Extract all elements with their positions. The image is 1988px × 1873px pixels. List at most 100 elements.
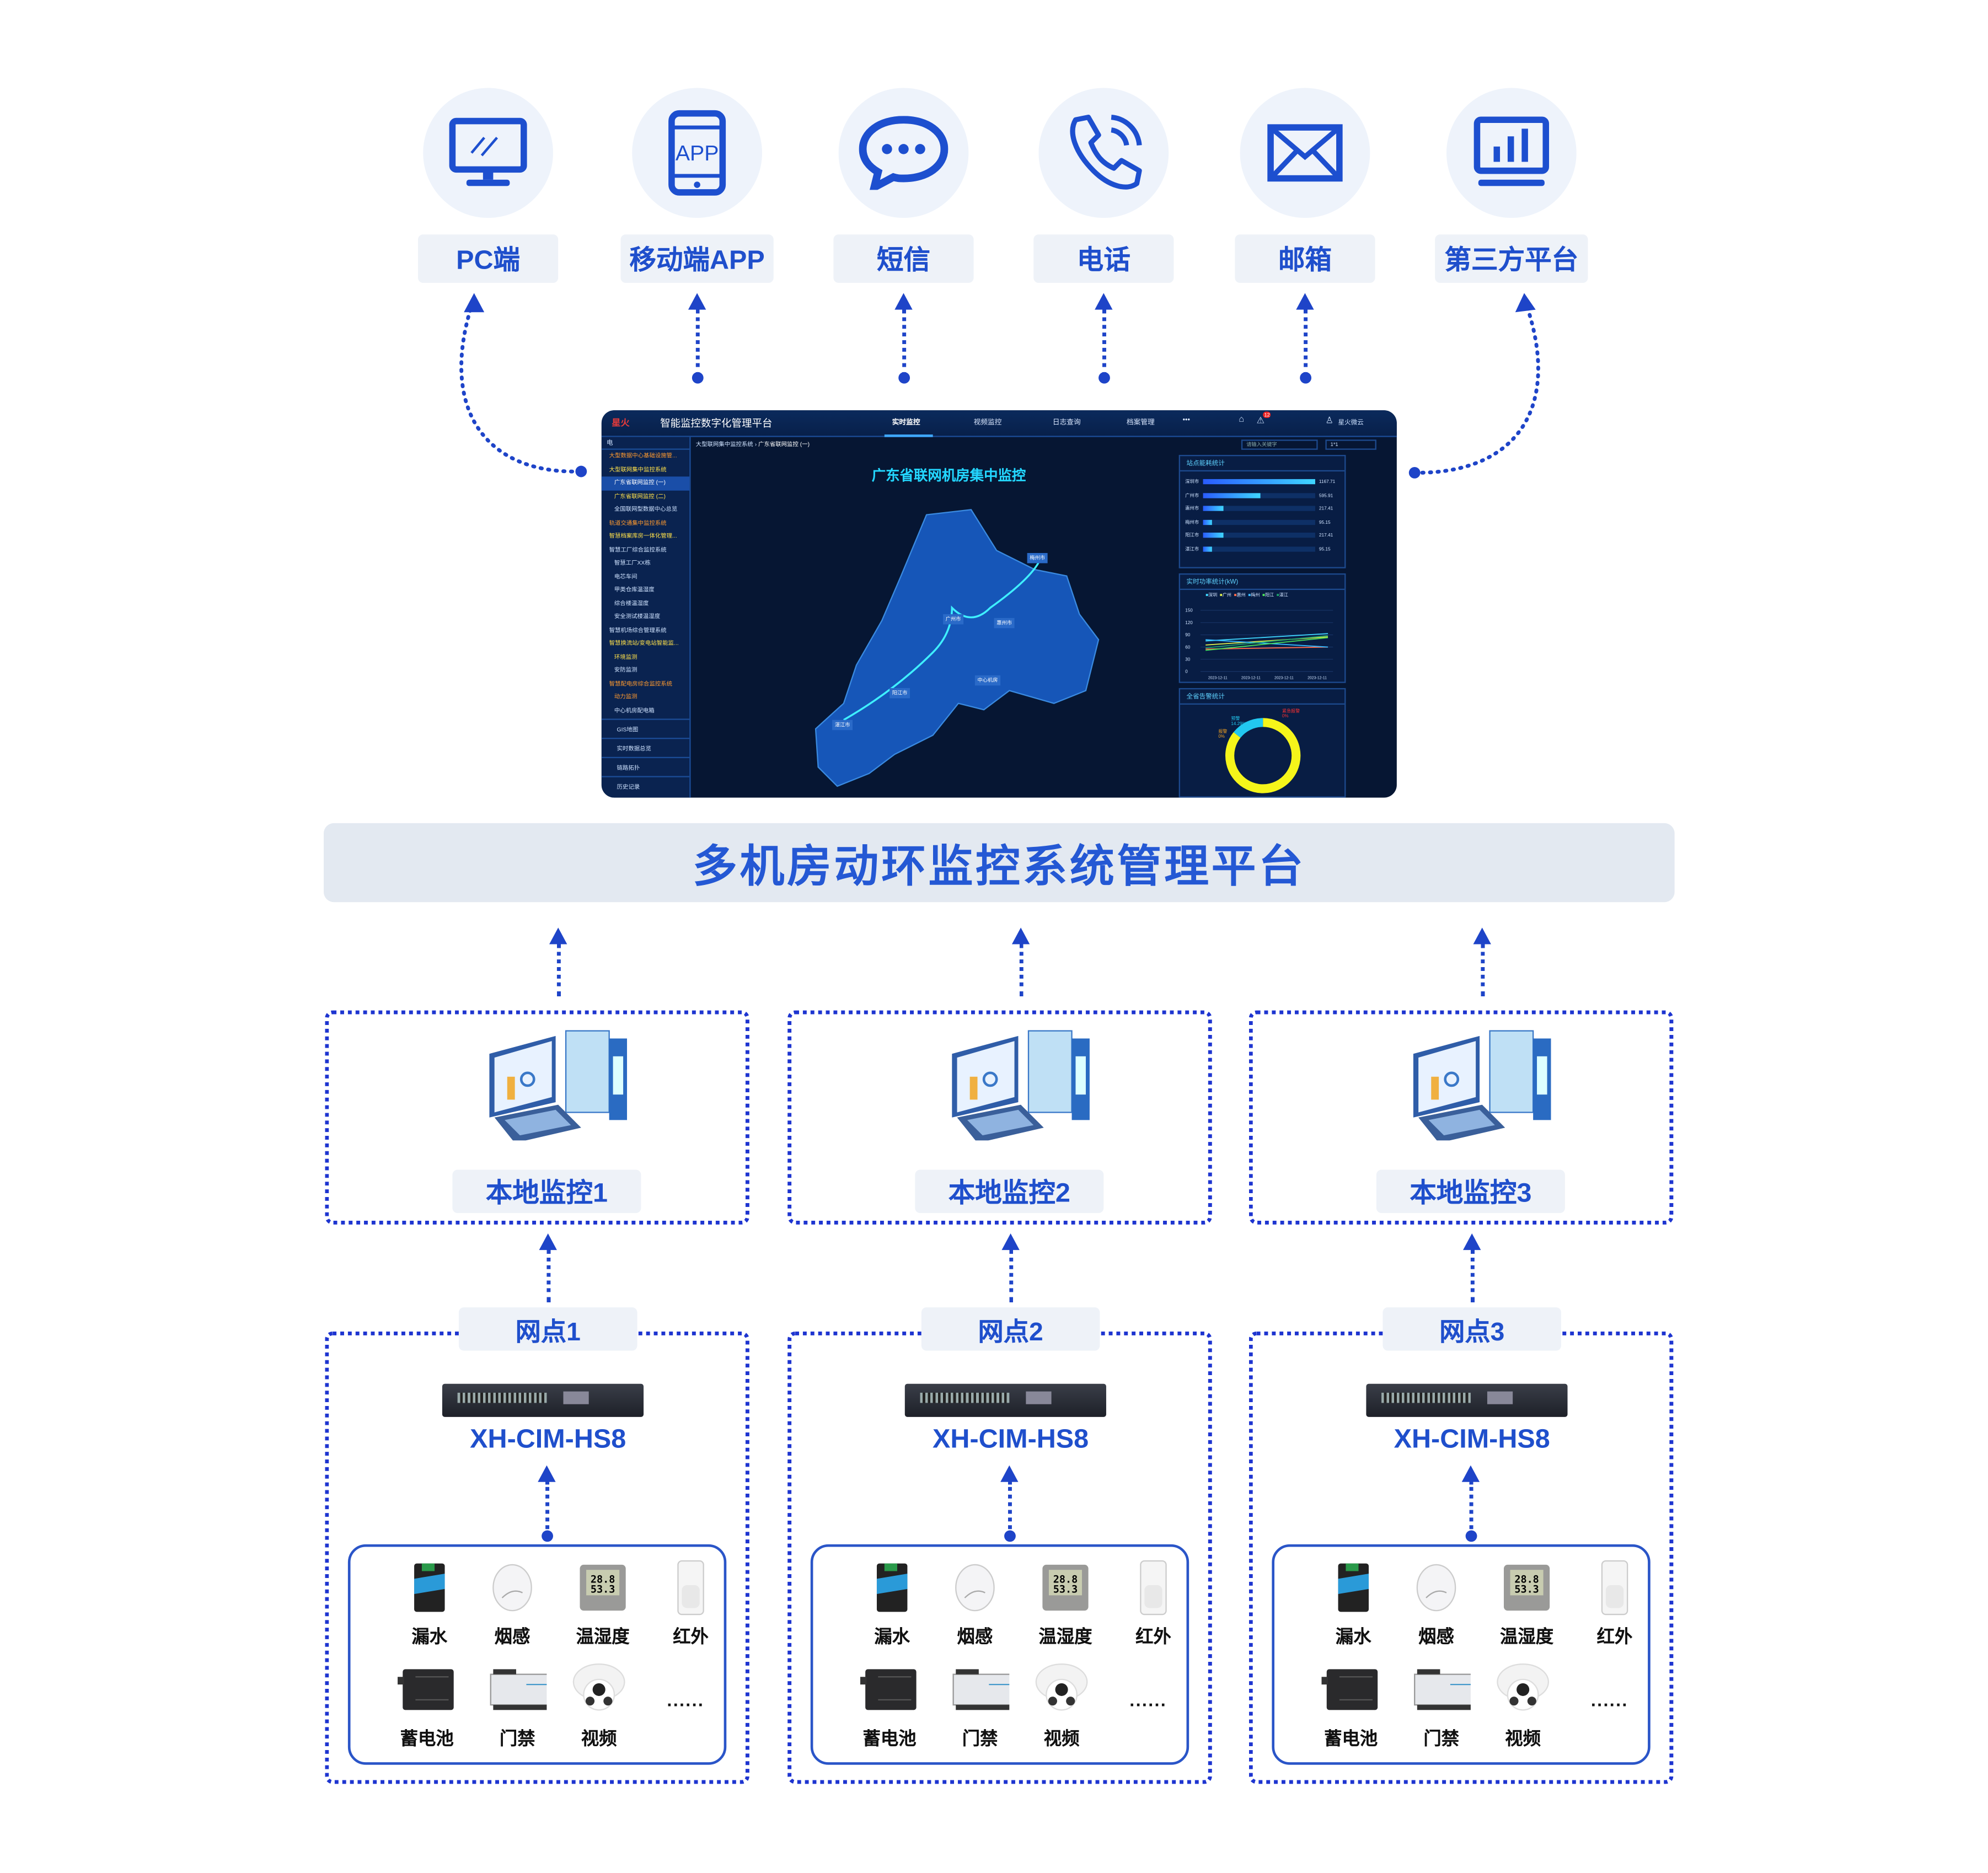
x-tick-label: 2023-12-11 (1241, 677, 1261, 680)
layout-select[interactable]: 1*1 (1325, 439, 1376, 450)
svg-text:53.3: 53.3 (1053, 1584, 1078, 1596)
collector-device-image (442, 1383, 644, 1417)
sidebar-item[interactable]: 全国联网型数据中心总览 (614, 506, 678, 513)
device-label: 烟感 (957, 1625, 993, 1646)
collector-device-image (904, 1383, 1106, 1417)
device-image-1 (483, 1560, 542, 1616)
sidebar-item[interactable]: 安防监测 (614, 666, 637, 673)
device-label: 漏水 (1335, 1625, 1371, 1646)
energy-row-name: 惠州市 (1185, 506, 1199, 511)
power-panel-title: 实时功率统计(kW) (1180, 575, 1345, 590)
sidebar-item[interactable]: 广东省联网监控 (一) (601, 476, 690, 490)
tab-video[interactable]: 视频监控 (973, 419, 1002, 427)
local-monitor-label: 本地监控1 (452, 1169, 641, 1214)
arrowhead-third-party (1515, 293, 1536, 313)
sensor-device: 视频 (1017, 1662, 1106, 1751)
tab-more[interactable]: ••• (1182, 416, 1190, 425)
sidebar-nav-item[interactable]: GIS地图 (601, 718, 690, 738)
energy-row-value: 95.15 (1319, 519, 1331, 524)
sensor-device: 烟感 (930, 1560, 1020, 1649)
breadcrumb-item[interactable]: 大型联网集中监控系统 (695, 441, 753, 448)
sidebar-item[interactable]: 电芯车间 (614, 572, 637, 579)
sensor-device-panel (347, 1544, 727, 1765)
device-label: 漏水 (411, 1625, 448, 1646)
dotted-connector (902, 308, 905, 378)
connector-dot (541, 1530, 553, 1542)
sidebar-item[interactable]: 环境监测 (614, 653, 637, 659)
y-tick-label: 120 (1185, 620, 1193, 625)
tab-archives[interactable]: 档案管理 (1126, 419, 1155, 427)
dotted-connector (1101, 308, 1106, 378)
sidebar-item[interactable]: 轨道交通集中监控系统 (609, 519, 667, 526)
sidebar-item[interactable]: 智慧工厂综合监控系统 (609, 546, 667, 552)
collector-device-image (1366, 1383, 1568, 1417)
user-icon[interactable]: ♙ (1325, 416, 1333, 426)
device-label: 门禁 (1423, 1727, 1460, 1748)
local-monitor-box (325, 1010, 749, 1225)
device-label: 门禁 (499, 1727, 535, 1748)
sidebar-item[interactable]: 智慧换流站/变电站智能监... (609, 640, 679, 646)
connector-dot (1097, 372, 1110, 384)
sensor-device: ...... (1565, 1689, 1654, 1710)
keyword-input[interactable]: 请输入关键字 (1241, 439, 1318, 450)
y-tick-label: 30 (1185, 657, 1190, 662)
sidebar-item[interactable]: 安全测试楼温湿度 (614, 613, 661, 620)
series-line (1205, 633, 1328, 642)
local-monitor-label: 本地监控3 (1376, 1169, 1565, 1214)
device-image-0 (1324, 1560, 1383, 1616)
sidebar-item[interactable]: 智慧配电房综合监控系统 (609, 679, 673, 686)
sidebar-item[interactable]: 甲类仓库温湿度 (614, 586, 655, 593)
sensor-device: 漏水 (385, 1560, 474, 1649)
sidebar-item[interactable]: 动力监测 (614, 693, 637, 700)
sidebar-item[interactable]: 大型联网集中监控系统 (609, 465, 667, 473)
sidebar-item[interactable]: 大型数据中心基础设施管... (609, 452, 677, 459)
tab-logs[interactable]: 日志查询 (1052, 419, 1081, 427)
sidebar-search[interactable]: 电 (601, 437, 690, 450)
sidebar-item[interactable]: 中心机房配电箱 (614, 706, 655, 713)
device-image-1 (1407, 1560, 1465, 1616)
sidebar-item[interactable]: 广东省联网监控 (二) (614, 492, 666, 499)
arrowhead-icon (1296, 293, 1314, 310)
dotted-connector (1019, 943, 1023, 997)
dotted-connector (544, 1480, 549, 1536)
energy-panel-title: 站点能耗统计 (1180, 456, 1345, 472)
alert-icon[interactable]: ⚠ (1256, 416, 1265, 426)
energy-bar-track (1203, 546, 1315, 551)
arrowhead-icon (539, 1233, 557, 1251)
sidebar-nav-item[interactable]: 实时数据总览 (601, 738, 690, 757)
channel-label: 邮箱 (1235, 234, 1375, 283)
device-image-3 (1124, 1560, 1182, 1616)
connector-dot (1299, 372, 1311, 384)
device-label: 温湿度 (1500, 1625, 1554, 1646)
device-label: 红外 (1596, 1625, 1633, 1646)
sidebar-item[interactable]: 智慧工厂XX栋 (614, 559, 651, 566)
energy-bar (1203, 506, 1224, 511)
breadcrumb: 大型联网集中监控系统 › 广东省联网监控 (一) (695, 441, 810, 448)
connector-dot (898, 372, 909, 384)
dashboard-screenshot: 星火 智能监控数字化管理平台 实时监控 视频监控 日志查询 档案管理 ••• ⌂… (601, 410, 1397, 798)
sidebar-nav-item[interactable]: 链路拓扑 (601, 756, 690, 776)
arrowhead-icon (1095, 293, 1113, 310)
arrowhead-icon (538, 1465, 556, 1482)
home-icon[interactable]: ⌂ (1239, 415, 1245, 425)
more-devices-ellipsis: ...... (1129, 1689, 1167, 1710)
channel-label: 第三方平台 (1435, 234, 1588, 283)
svg-text:28.8: 28.8 (1053, 1574, 1078, 1585)
dashboard-topbar: 星火 智能监控数字化管理平台 实时监控 视频监控 日志查询 档案管理 ••• ⌂… (601, 410, 1397, 437)
map-city-label: 中心机房 (974, 675, 1001, 686)
tab-realtime[interactable]: 实时监控 (892, 419, 920, 427)
sidebar-item[interactable]: 综合楼温湿度 (614, 599, 649, 606)
guangdong-map (815, 509, 1100, 787)
arrowhead-icon (1463, 1233, 1481, 1251)
sidebar-item[interactable]: 智慧机场综合管理系统 (609, 626, 667, 633)
device-label: 温湿度 (1038, 1625, 1092, 1646)
user-name[interactable]: 星火微云 (1338, 419, 1364, 427)
sidebar-item[interactable]: 智慧档案库房一体化管理... (609, 532, 677, 539)
map-city-label: 惠州市 (994, 618, 1015, 629)
energy-bar (1203, 546, 1213, 551)
sidebar-nav-item[interactable]: 历史记录 (601, 776, 690, 795)
dashboard-logo: 星火 (612, 419, 630, 428)
